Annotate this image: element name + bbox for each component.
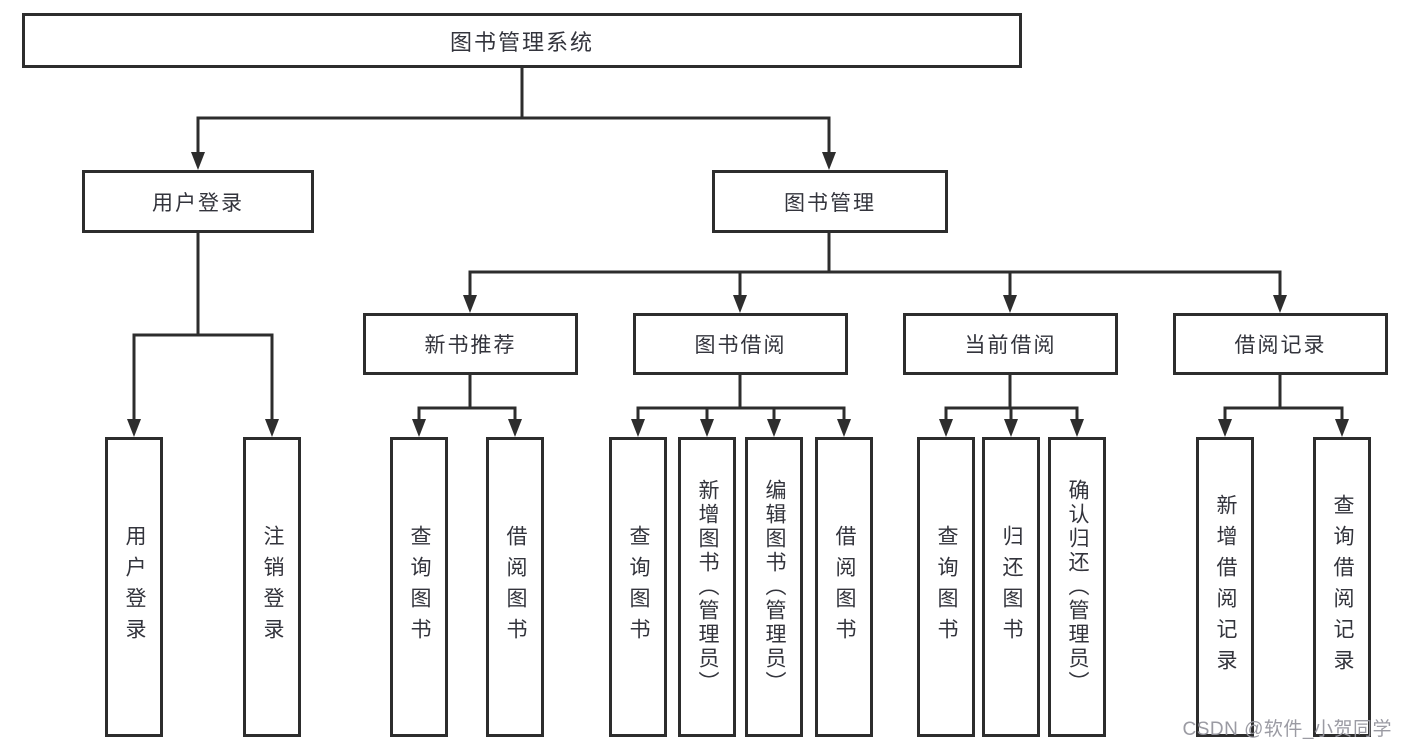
- node-new-book-recommend: 新书推荐: [363, 313, 578, 375]
- node-current-borrow-label: 当前借阅: [964, 334, 1057, 357]
- node-leaf-return-books: 归还图书: [982, 437, 1040, 737]
- node-new-book-recommend-label: 新书推荐: [424, 334, 517, 357]
- node-leaf-query-books-2-label: 查询图书: [627, 525, 650, 649]
- node-leaf-return-books-label: 归还图书: [1000, 525, 1023, 649]
- node-root-label: 图书管理系统: [449, 29, 594, 55]
- csdn-watermark: CSDN @软件_小贺同学: [1182, 719, 1392, 740]
- node-user-login: 用户登录: [82, 170, 314, 233]
- node-leaf-logout-label: 注销登录: [261, 525, 284, 649]
- node-book-management-label: 图书管理: [784, 191, 876, 215]
- node-leaf-query-books-2: 查询图书: [609, 437, 667, 737]
- node-leaf-borrow-books-1-label: 借阅图书: [504, 525, 527, 649]
- node-leaf-user-login: 用户登录: [105, 437, 163, 737]
- node-leaf-logout: 注销登录: [243, 437, 301, 737]
- node-leaf-add-books-admin: 新增图书（管理员）: [678, 437, 736, 737]
- node-book-borrow-label: 图书借阅: [694, 334, 787, 357]
- node-leaf-add-books-admin-label: 新增图书（管理员）: [696, 479, 719, 695]
- node-current-borrow: 当前借阅: [903, 313, 1118, 375]
- node-book-borrow: 图书借阅: [633, 313, 848, 375]
- node-leaf-edit-books-admin: 编辑图书（管理员）: [745, 437, 803, 737]
- node-leaf-query-books-3-label: 查询图书: [935, 525, 958, 649]
- node-leaf-query-books-1-label: 查询图书: [408, 525, 431, 649]
- node-leaf-confirm-return-admin: 确认归还（管理员）: [1048, 437, 1106, 737]
- node-leaf-borrow-books-2: 借阅图书: [815, 437, 873, 737]
- node-book-management: 图书管理: [712, 170, 948, 233]
- node-leaf-user-login-label: 用户登录: [123, 525, 146, 649]
- node-borrow-records-label: 借阅记录: [1234, 334, 1327, 357]
- node-leaf-edit-books-admin-label: 编辑图书（管理员）: [763, 479, 786, 695]
- node-user-login-label: 用户登录: [152, 191, 244, 215]
- node-leaf-query-borrow-record-label: 查询借阅记录: [1331, 494, 1354, 680]
- node-leaf-borrow-books-1: 借阅图书: [486, 437, 544, 737]
- node-root: 图书管理系统: [22, 13, 1022, 68]
- node-leaf-query-books-1: 查询图书: [390, 437, 448, 737]
- node-leaf-borrow-books-2-label: 借阅图书: [833, 525, 856, 649]
- node-leaf-query-borrow-record: 查询借阅记录: [1313, 437, 1371, 737]
- node-leaf-add-borrow-record-label: 新增借阅记录: [1214, 494, 1237, 680]
- node-borrow-records: 借阅记录: [1173, 313, 1388, 375]
- node-leaf-add-borrow-record: 新增借阅记录: [1196, 437, 1254, 737]
- node-leaf-confirm-return-admin-label: 确认归还（管理员）: [1066, 479, 1089, 695]
- node-leaf-query-books-3: 查询图书: [917, 437, 975, 737]
